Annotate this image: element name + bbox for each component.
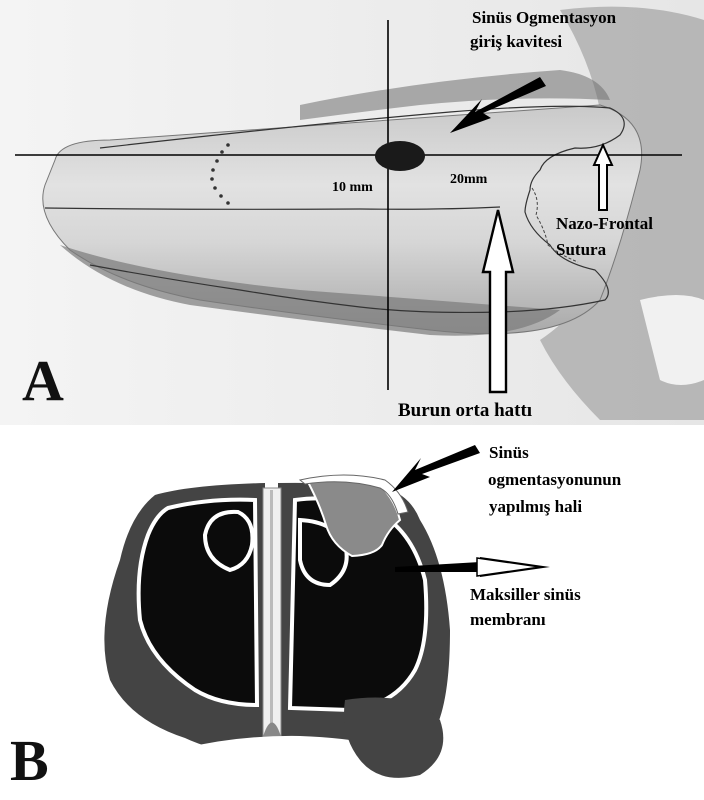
membrane-arrow-head xyxy=(477,558,540,576)
panel-a-letter: A xyxy=(22,352,64,410)
measure-10-label: 10 mm xyxy=(332,180,373,197)
cavity-label-line2: giriş kavitesi xyxy=(470,32,562,52)
augment-label-line2: ogmentasyonunun xyxy=(488,470,621,490)
measure-20-label: 20mm xyxy=(450,172,487,189)
panel-b-letter: B xyxy=(10,732,49,790)
augment-label-line1: Sinüs xyxy=(489,443,529,463)
augment-label-line3: yapılmış hali xyxy=(489,497,582,517)
membrane-label-line1: Maksiller sinüs xyxy=(470,585,581,605)
membrane-label-line2: membranı xyxy=(470,610,546,630)
entry-cavity xyxy=(375,141,425,171)
augmentation-arrow xyxy=(392,445,480,492)
suture-label-line2: Sutura xyxy=(556,240,606,260)
panel-a xyxy=(0,0,704,425)
cavity-label-line1: Sinüs Ogmentasyon xyxy=(472,8,616,28)
suture-label-line1: Nazo-Frontal xyxy=(556,214,653,234)
midline-label: Burun orta hattı xyxy=(398,400,532,423)
septum-center xyxy=(270,490,273,745)
